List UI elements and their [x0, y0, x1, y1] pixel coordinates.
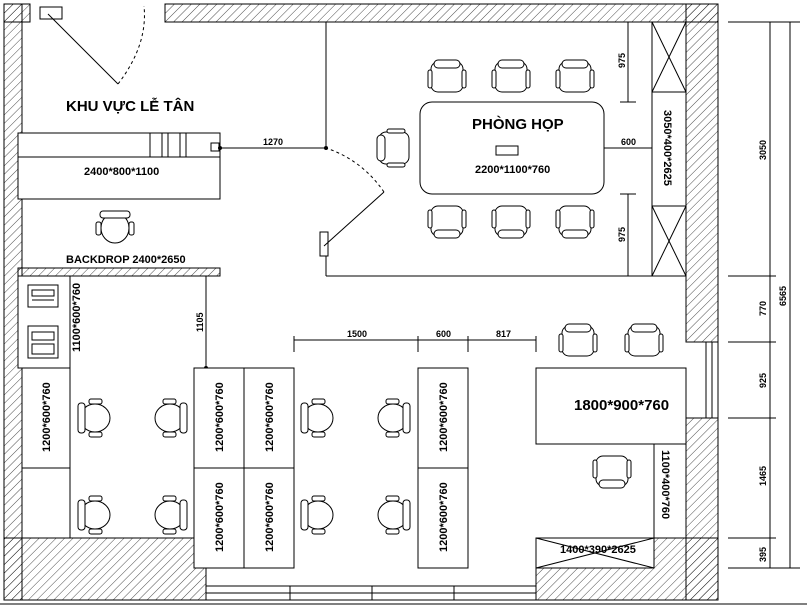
desk: 1200*600*760	[243, 467, 295, 569]
right-dimension-chain	[728, 21, 800, 569]
desk: 1200*600*760	[417, 467, 469, 569]
manager-cabinet	[653, 443, 687, 539]
dim-1270: 1270	[263, 137, 283, 147]
wall-top-right	[164, 3, 719, 23]
reception-chair	[95, 210, 135, 244]
manager-desk-dim: 1800*900*760	[574, 397, 669, 414]
dim-817: 817	[496, 329, 511, 339]
printer-icon	[27, 284, 59, 308]
conference-phone-icon	[495, 145, 519, 156]
staff-chair	[154, 398, 188, 438]
staff-chair	[154, 495, 188, 535]
reception-area-label: KHU VỰC LỄ TÂN	[66, 97, 194, 115]
desk-blank	[21, 467, 71, 539]
staff-chair	[77, 495, 111, 535]
staff-chair	[377, 495, 411, 535]
printer-icon	[27, 325, 59, 359]
bottom-cabinet	[535, 537, 655, 569]
manager-cabinet-dim: 1100*400*760	[659, 450, 671, 519]
svg-text:1200*600*760: 1200*600*760	[264, 482, 276, 552]
staff-chair	[77, 398, 111, 438]
dim-right-395: 395	[758, 547, 768, 562]
dim-right-925: 925	[758, 373, 768, 388]
walls	[0, 3, 807, 605]
dim-1105: 1105	[195, 312, 205, 332]
svg-text:1200*600*760: 1200*600*760	[214, 482, 226, 552]
desk: 1200*600*760	[417, 367, 469, 469]
svg-text:1200*600*760: 1200*600*760	[41, 382, 53, 452]
dim-1500: 1500	[347, 329, 367, 339]
bottom-cabinet-dim: 1400*390*2625	[560, 544, 636, 556]
dim-right-total: 6565	[778, 286, 788, 306]
backdrop-wall	[17, 267, 221, 277]
dim-right-1465: 1465	[758, 466, 768, 486]
right-cabinet	[651, 21, 687, 277]
manager-desk	[535, 367, 687, 445]
meeting-chair	[427, 59, 467, 93]
reception-counter-dim: 2400*800*1100	[84, 166, 159, 178]
guest-chair	[624, 323, 664, 357]
svg-text:1200*600*760: 1200*600*760	[214, 382, 226, 452]
meeting-chair	[555, 59, 595, 93]
reception-counter	[17, 132, 221, 200]
meeting-chair	[491, 205, 531, 239]
staff-chair	[377, 398, 411, 438]
meeting-chair	[555, 205, 595, 239]
svg-text:1200*600*760: 1200*600*760	[438, 382, 450, 452]
guest-chair	[558, 323, 598, 357]
right-cabinet-dim: 3050*400*2625	[661, 110, 673, 186]
dim-right-3050: 3050	[758, 140, 768, 160]
desk: 1200*600*760	[193, 367, 245, 469]
meeting-door	[319, 147, 385, 257]
desk: 1200*600*760	[243, 367, 295, 469]
wall-bottom-left	[3, 537, 207, 601]
printer-cabinet-dim: 1100*600*760	[71, 283, 83, 352]
svg-text:1200*600*760: 1200*600*760	[264, 382, 276, 452]
dim-right-770: 770	[758, 301, 768, 316]
backdrop-label: BACKDROP 2400*2650	[66, 254, 186, 266]
manager-chair	[592, 455, 632, 489]
meeting-table-dim: 2200*1100*760	[475, 164, 550, 176]
dim-600-mid: 600	[436, 329, 451, 339]
desk: 1200*600*760	[193, 467, 245, 569]
meeting-chair	[376, 128, 410, 168]
wall-top-left	[3, 3, 31, 23]
dim-600-meeting: 600	[621, 137, 636, 147]
staff-chair	[300, 398, 334, 438]
dim-975-top: 975	[617, 53, 627, 68]
desk: 1200*600*760	[21, 367, 71, 469]
entrance-door	[39, 5, 145, 85]
dim-975-bottom: 975	[617, 227, 627, 242]
meeting-chair	[427, 205, 467, 239]
meeting-chair	[491, 59, 531, 93]
wall-right-upper	[685, 3, 719, 343]
staff-chair	[300, 495, 334, 535]
meeting-room-label: PHÒNG HỌP	[472, 115, 564, 133]
svg-text:1200*600*760: 1200*600*760	[438, 482, 450, 552]
